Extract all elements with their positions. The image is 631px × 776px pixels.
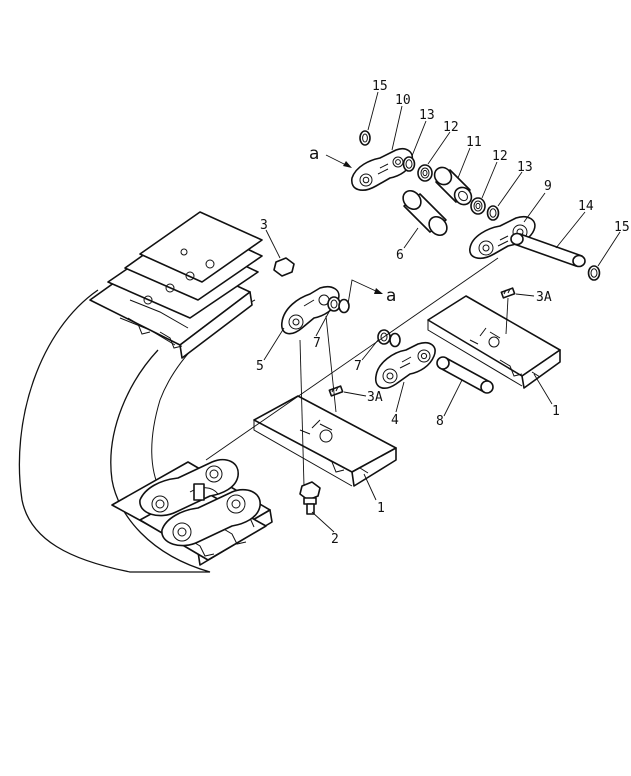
part-4-link — [374, 341, 436, 389]
part-12-spacer-mid — [470, 197, 486, 215]
part-1-shoe-right — [427, 295, 561, 389]
part-12-spacer-top — [417, 164, 433, 182]
leader-lines — [205, 91, 621, 533]
part-13-seal-mid — [486, 205, 500, 221]
label-4: 4 — [391, 413, 399, 428]
part-14-pin — [510, 232, 586, 268]
part-2-bolt — [299, 481, 321, 515]
track-shoes-upper — [89, 211, 263, 359]
reference-arrow-a-mid — [347, 279, 383, 305]
track-links-lower — [139, 458, 261, 547]
part-8-pin — [436, 356, 494, 394]
label-3A-right: 3A — [536, 290, 552, 305]
part-3A-bolt-right — [500, 287, 516, 299]
label-ref-a-top: a — [309, 144, 319, 164]
label-5: 5 — [256, 359, 264, 374]
label-13-top: 13 — [419, 108, 435, 123]
label-11: 11 — [466, 135, 482, 150]
track-loop-outline — [18, 289, 211, 573]
label-6: 6 — [396, 248, 404, 263]
label-10: 10 — [395, 93, 411, 108]
part-3A-bolt-mid — [328, 385, 344, 397]
part-7-rings-left — [377, 329, 401, 348]
label-1-right: 1 — [552, 404, 560, 419]
label-7-mid: 7 — [313, 336, 321, 351]
part-10-master-link — [351, 147, 414, 191]
label-15-top: 15 — [372, 79, 388, 94]
label-2: 2 — [331, 532, 339, 547]
part-1-shoe-mid — [253, 395, 397, 487]
label-12-mid: 12 — [492, 149, 508, 164]
label-1-mid: 1 — [377, 501, 385, 516]
part-13-seal-top — [402, 156, 416, 172]
label-ref-a-mid: a — [386, 286, 396, 306]
part-11-bushing — [433, 166, 473, 206]
label-8: 8 — [436, 414, 444, 429]
reference-arrow-a-top — [325, 154, 352, 168]
part-15-ring-right — [587, 265, 601, 281]
part-labels: 15 10 13 12 11 12 13 9 14 15 3 6 3A 7 7 … — [256, 79, 630, 547]
label-7-left: 7 — [354, 359, 362, 374]
label-3A-mid: 3A — [367, 390, 383, 405]
label-9: 9 — [544, 179, 552, 194]
part-9-master-link — [469, 215, 536, 260]
part-6-pin — [402, 189, 448, 237]
label-13-mid: 13 — [517, 160, 533, 175]
label-15-right: 15 — [614, 220, 630, 235]
part-15-ring-top — [359, 130, 371, 146]
part-3-nut — [273, 257, 295, 277]
label-12-top: 12 — [443, 120, 459, 135]
track-chain-assembly — [18, 211, 273, 573]
part-7-rings-mid — [327, 296, 350, 314]
label-3: 3 — [260, 218, 268, 233]
label-14: 14 — [578, 199, 594, 214]
